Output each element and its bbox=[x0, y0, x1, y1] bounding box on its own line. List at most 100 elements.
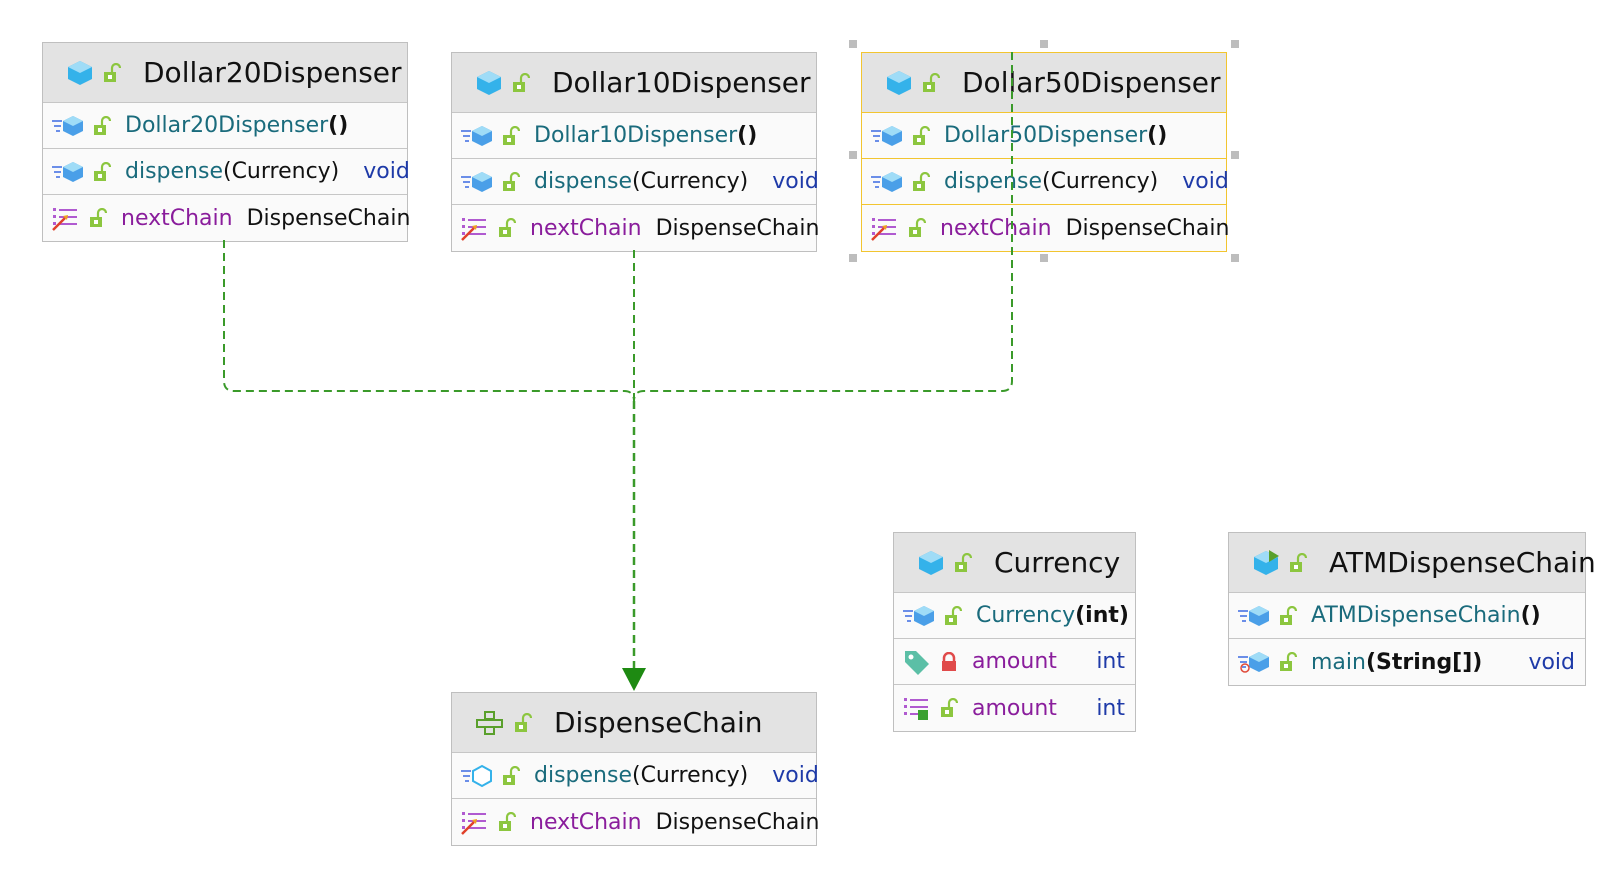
selection-handle[interactable] bbox=[1231, 254, 1239, 262]
member-params: (Currency) bbox=[1041, 169, 1159, 194]
member-name: dispense bbox=[534, 763, 632, 788]
unlock-icon bbox=[94, 161, 111, 181]
class-name: DispenseChain bbox=[554, 706, 763, 739]
member-row-method[interactable]: dispense(Currency) void bbox=[862, 159, 1229, 205]
class-icon bbox=[68, 60, 92, 85]
member-row-method[interactable]: dispense(Currency) void bbox=[452, 159, 819, 205]
header-icons bbox=[916, 548, 972, 578]
member-name: nextChain bbox=[530, 809, 642, 835]
member-row-property[interactable]: amount int bbox=[894, 685, 1135, 731]
header-icons bbox=[474, 710, 532, 736]
method-icon bbox=[903, 605, 934, 626]
member-row-constructor[interactable]: Dollar10Dispenser() bbox=[452, 113, 816, 159]
member-icons bbox=[460, 170, 520, 194]
member-params: () bbox=[1520, 603, 1541, 628]
member-row-property[interactable]: nextChain DispenseChain bbox=[862, 205, 1229, 251]
class-name: Dollar10Dispenser bbox=[552, 66, 811, 99]
unlock-icon bbox=[503, 171, 520, 191]
member-name: dispense bbox=[534, 169, 632, 194]
selection-handle[interactable] bbox=[849, 151, 857, 159]
unlock-icon bbox=[90, 208, 107, 227]
class-header[interactable]: ATMDispenseChain bbox=[1229, 533, 1596, 593]
unlock-icon bbox=[913, 125, 930, 145]
member-icons bbox=[870, 124, 930, 148]
unlock-icon bbox=[941, 698, 958, 717]
selection-handle[interactable] bbox=[1231, 151, 1239, 159]
member-icons bbox=[902, 604, 962, 628]
member-return-type: void bbox=[772, 763, 819, 788]
member-name: dispense bbox=[944, 169, 1042, 194]
member-type: int bbox=[1096, 695, 1125, 721]
member-icons bbox=[460, 764, 520, 788]
member-name: Dollar50Dispenser bbox=[944, 123, 1148, 148]
member-row-property[interactable]: nextChain DispenseChain bbox=[452, 799, 819, 845]
class-header[interactable]: DispenseChain bbox=[452, 693, 816, 753]
member-return-type: void bbox=[1182, 169, 1229, 194]
method-icon bbox=[461, 171, 492, 192]
header-icons bbox=[474, 68, 530, 98]
realization-edge-dollar20[interactable] bbox=[223, 240, 635, 402]
member-type: DispenseChain bbox=[655, 809, 820, 835]
class-header[interactable]: Currency bbox=[894, 533, 1135, 593]
class-name: Dollar20Dispenser bbox=[143, 56, 402, 89]
method-icon bbox=[1238, 605, 1269, 626]
property-icon bbox=[871, 218, 896, 241]
member-icons bbox=[870, 170, 930, 194]
member-return-type: void bbox=[772, 169, 819, 194]
selection-handle[interactable] bbox=[1231, 40, 1239, 48]
selection-handle[interactable] bbox=[849, 254, 857, 262]
member-row-constructor[interactable]: ATMDispenseChain() bbox=[1229, 593, 1585, 639]
class-header[interactable]: Dollar20Dispenser bbox=[43, 43, 407, 103]
member-row-constructor[interactable]: Dollar20Dispenser() bbox=[43, 103, 407, 149]
member-row-constructor[interactable]: Currency(int) bbox=[894, 593, 1135, 639]
member-icons bbox=[902, 648, 958, 676]
member-row-method[interactable]: dispense(Currency)void bbox=[452, 753, 819, 799]
property-icon bbox=[52, 208, 77, 231]
unlock-icon bbox=[1280, 652, 1297, 671]
header-icons bbox=[884, 68, 940, 98]
field-tag-icon bbox=[905, 650, 929, 675]
member-type: DispenseChain bbox=[1065, 215, 1230, 241]
selection-handle[interactable] bbox=[1040, 254, 1048, 262]
method-icon bbox=[52, 161, 83, 182]
class-icon bbox=[477, 70, 501, 95]
class-header[interactable]: Dollar50Dispenser bbox=[862, 53, 1226, 113]
unlock-icon bbox=[499, 218, 516, 237]
member-params: () bbox=[737, 123, 758, 148]
member-row-constructor[interactable]: Dollar50Dispenser() bbox=[862, 113, 1226, 159]
member-icons bbox=[460, 215, 516, 241]
member-row-method[interactable]: dispense(Currency)void bbox=[43, 149, 410, 195]
class-name: Dollar50Dispenser bbox=[962, 66, 1221, 99]
class-header[interactable]: Dollar10Dispenser bbox=[452, 53, 816, 113]
abstract-method-icon bbox=[461, 764, 492, 787]
member-name: Dollar20Dispenser bbox=[125, 113, 329, 138]
runnable-class-icon bbox=[1254, 549, 1279, 575]
unlock-icon bbox=[499, 812, 516, 831]
member-name: amount bbox=[972, 695, 1057, 721]
unlock-icon bbox=[955, 552, 972, 572]
member-name: nextChain bbox=[121, 205, 233, 231]
unlock-icon bbox=[513, 72, 530, 92]
member-name: nextChain bbox=[940, 215, 1052, 241]
arrowhead bbox=[622, 668, 646, 691]
selection-handle[interactable] bbox=[849, 40, 857, 48]
property-icon bbox=[461, 812, 486, 835]
member-return-type: void bbox=[363, 159, 410, 184]
member-return-type: void bbox=[1528, 649, 1575, 675]
member-params: (Currency) bbox=[631, 169, 749, 194]
unlock-icon bbox=[104, 62, 121, 82]
member-icons bbox=[902, 695, 958, 721]
member-params: () bbox=[328, 113, 349, 138]
member-row-method[interactable]: main(String[])void bbox=[1229, 639, 1585, 685]
selection-handle[interactable] bbox=[1040, 40, 1048, 48]
